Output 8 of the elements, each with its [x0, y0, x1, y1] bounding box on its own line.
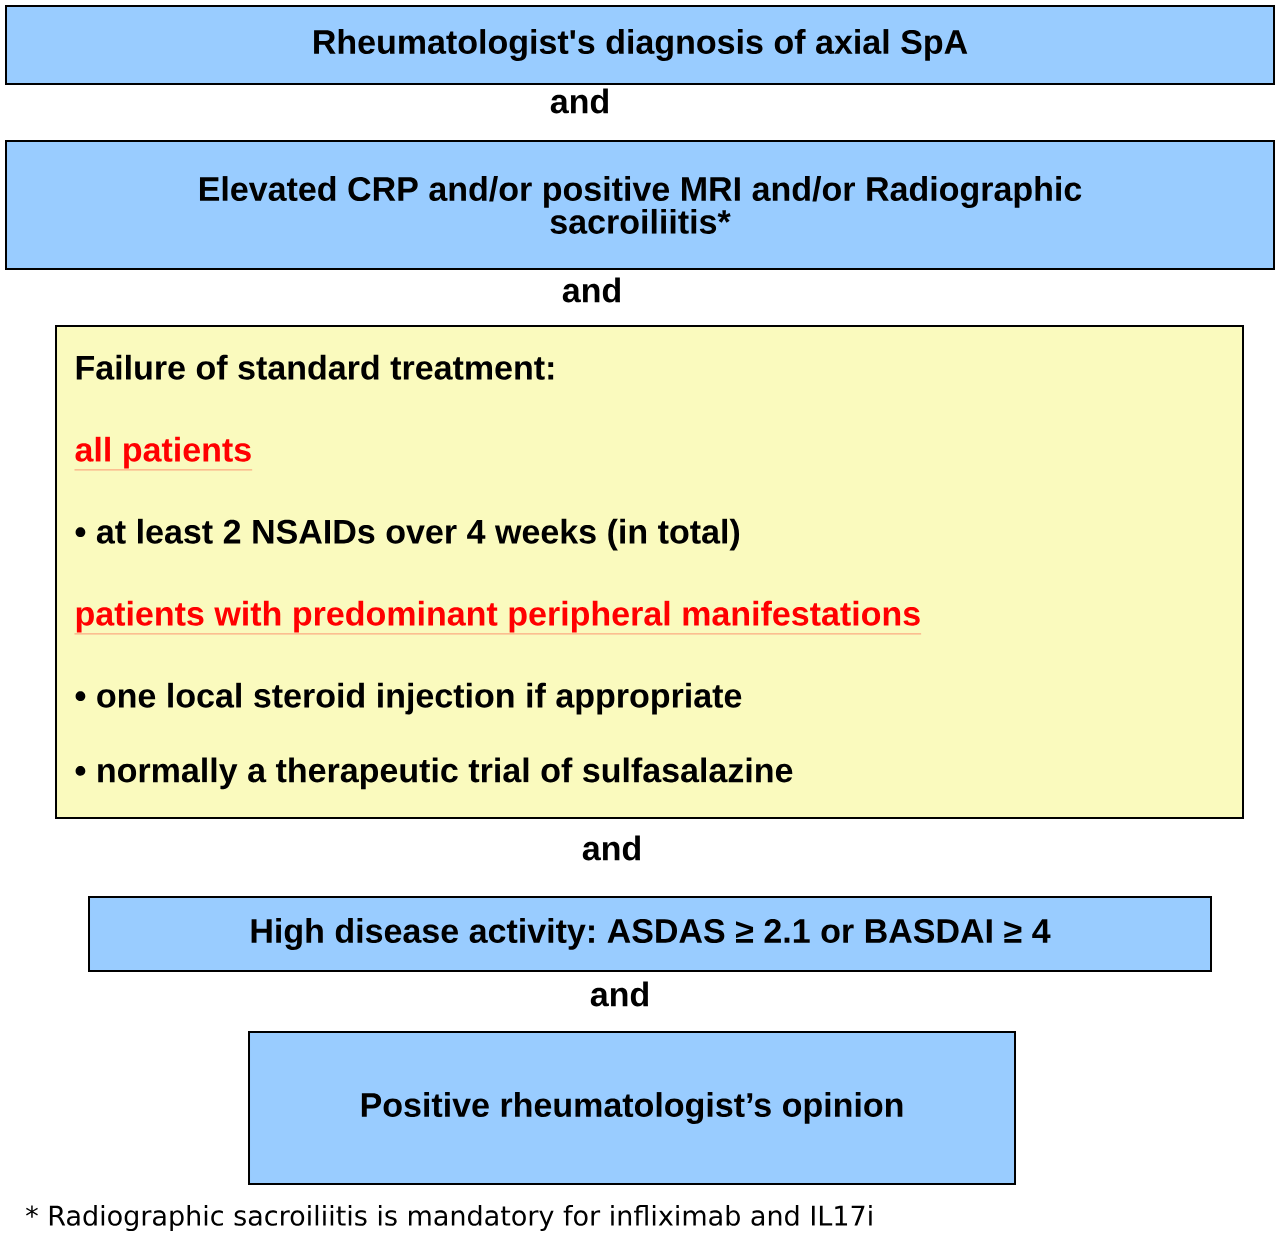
connector-word: and: [582, 835, 640, 861]
criteria-box: Positive rheumatologist’s opinion: [248, 1031, 1016, 1185]
criteria-box: Rheumatologist's diagnosis of axial SpA: [5, 5, 1275, 85]
connector-word: and: [562, 277, 620, 303]
connector-word: and: [590, 981, 648, 1007]
criteria-box: Elevated CRP and/or positive MRI and/or Radiographic sacroiliitis*: [5, 140, 1275, 270]
connector-word: and: [550, 88, 608, 114]
criteria-box: High disease activity: ASDAS ≥ 2.1 or BASDAI ≥ 4: [88, 896, 1212, 972]
